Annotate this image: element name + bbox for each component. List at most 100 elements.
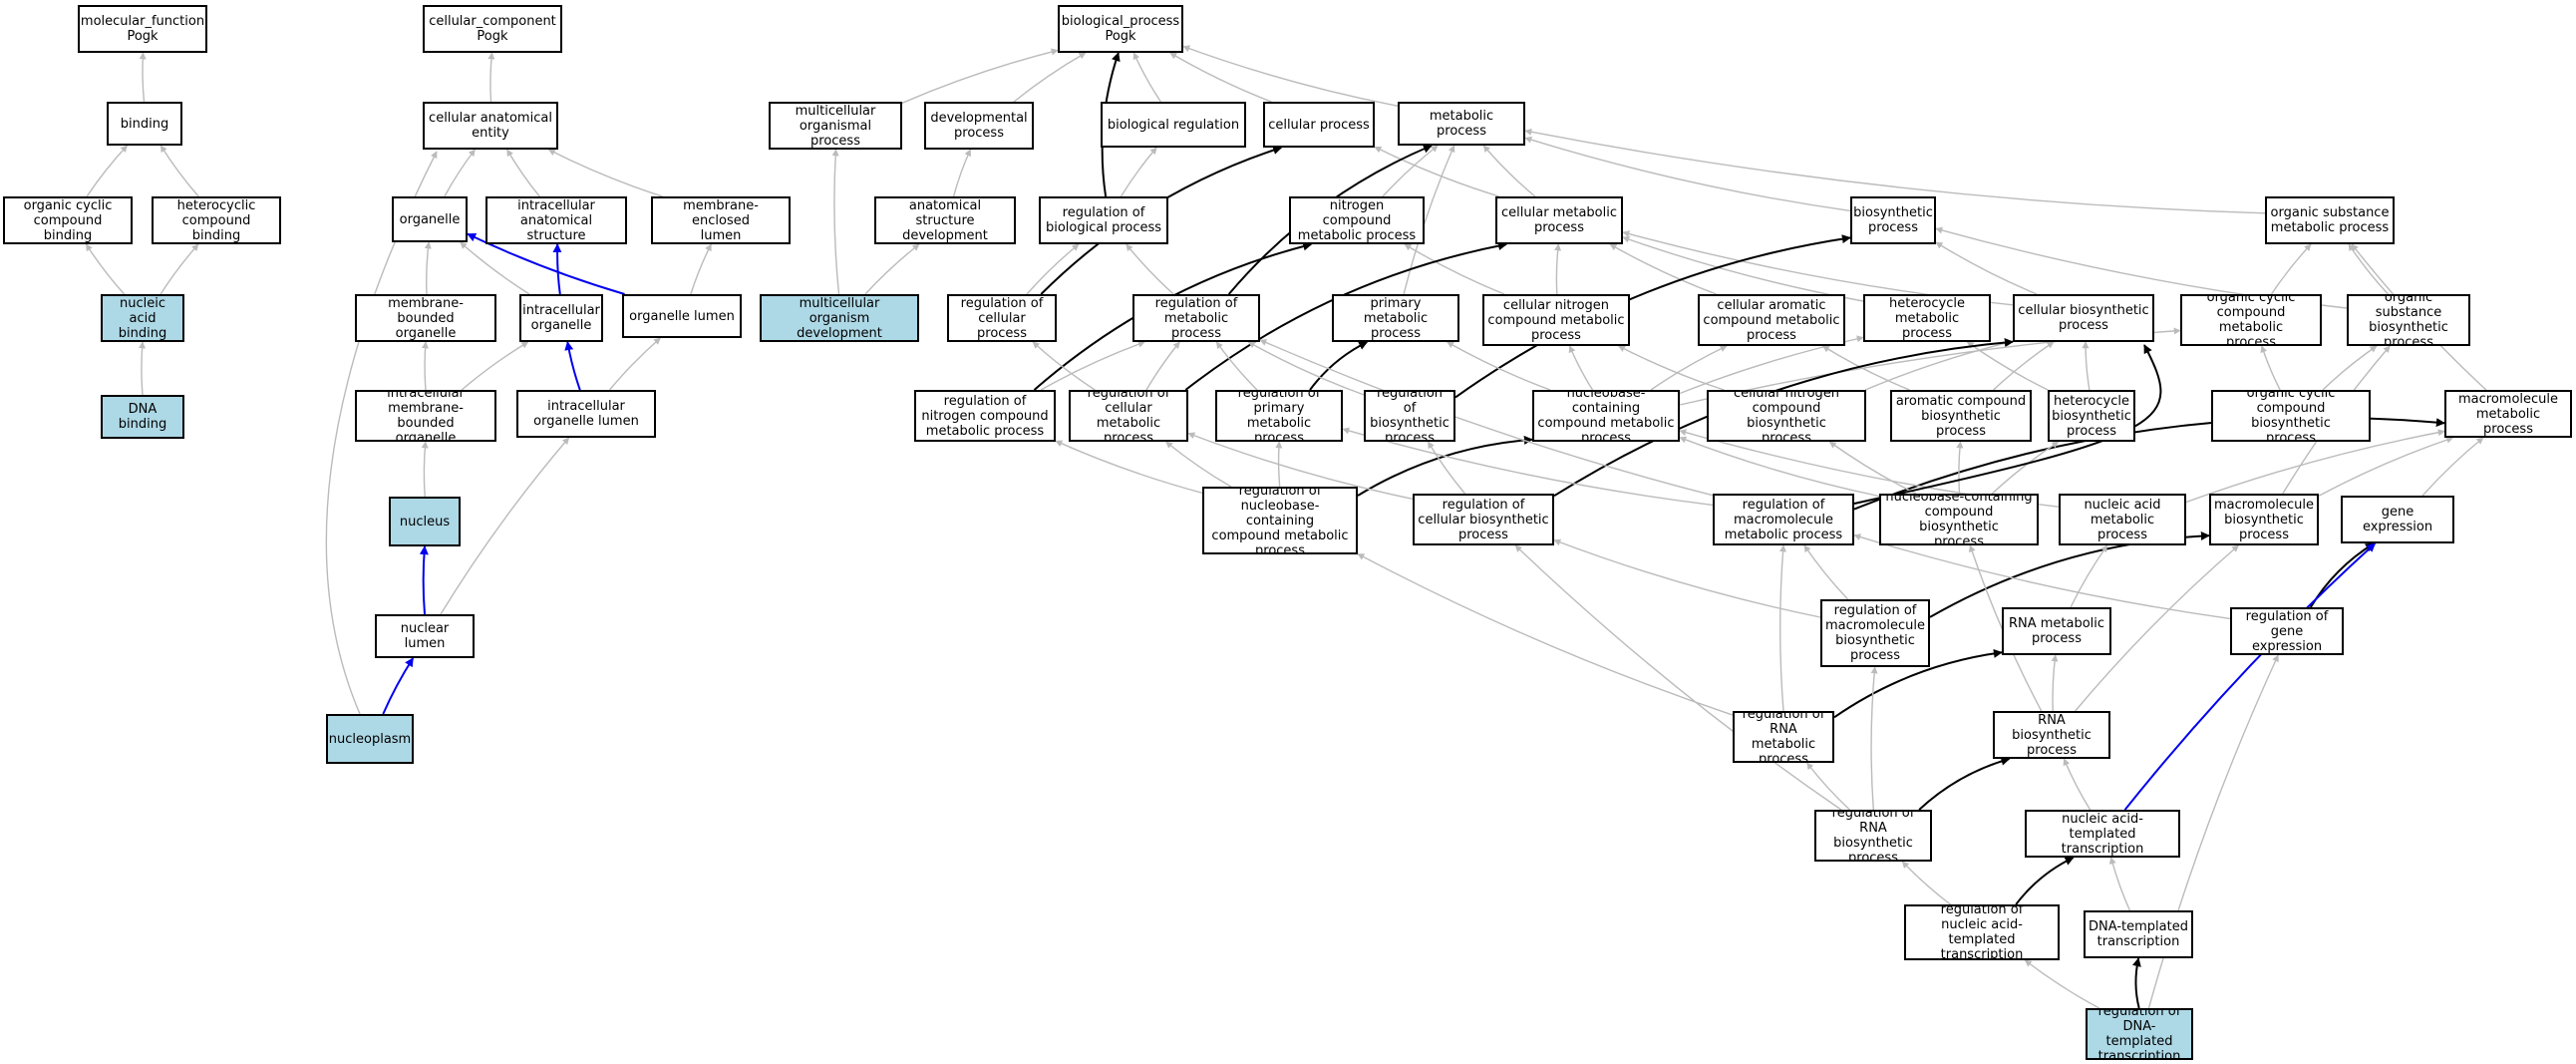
node-nucleoplasm[interactable]: nucleoplasm [326,714,414,764]
edge-gexp-to-mmp [2421,437,2484,497]
node-organic-cyclic-compound-biosynthetic-process[interactable]: organic cyclic compound biosynthetic pro… [2211,390,2371,442]
edge-rbp-to-bioreg [1120,147,1157,197]
node-membrane-enclosed-lumen[interactable]: membrane-enclosed lumen [651,196,791,244]
node-nuclear-lumen[interactable]: nuclear lumen [375,614,475,658]
node-regulation-of-cellular-biosynthetic-process[interactable]: regulation of cellular biosynthetic proc… [1413,494,1554,545]
node-regulation-of-metabolic-process[interactable]: regulation of metabolic process [1132,294,1260,342]
node-nucleic-acid-binding[interactable]: nucleic acid binding [101,294,184,342]
edge-organelle-to-cae [444,149,476,197]
node-heterocyclic-compound-binding[interactable]: heterocyclic compound binding [152,196,281,244]
edge-namp-to-mmp [2185,429,2445,504]
node-regulation-of-macromolecule-biosynthetic-process[interactable]: regulation of macromolecule biosynthetic… [1820,599,1930,667]
node-nucleobase-containing-compound-biosynthetic-process[interactable]: nucleobase-containing compound biosynthe… [1879,494,2039,545]
node-regulation-of-primary-metabolic-process[interactable]: regulation of primary metabolic process [1215,390,1343,442]
node-rna-biosynthetic-process[interactable]: RNA biosynthetic process [1993,711,2110,759]
node-regulation-of-gene-expression[interactable]: regulation of gene expression [2230,607,2344,655]
edge-rnamp-to-namp [2070,544,2108,608]
node-cellular-biosynthetic-process[interactable]: cellular biosynthetic process [2013,294,2154,342]
node-dna-templated-transcription[interactable]: DNA-templated transcription [2084,910,2193,958]
edge-rnbccmp-to-rncmp [1055,440,1203,494]
edge-rcmp-to-rcp [1032,341,1096,391]
node-intracellular-organelle[interactable]: intracellular organelle [519,294,603,342]
edge-acbp-to-cbp [1993,341,2055,391]
edge-rdtt-to-rnatt [2024,959,2100,1009]
node-metabolic-process[interactable]: metabolic process [1398,102,1525,146]
node-heterocycle-biosynthetic-process[interactable]: heterocycle biosynthetic process [2048,390,2135,442]
edge-rpmp-to-pmp [1309,341,1369,391]
edge-rcp-to-rbp [1026,243,1080,295]
edge-rrmp-to-rnbccmp [1357,552,1734,716]
edge-rnabp-to-rnamp [2051,654,2059,712]
node-regulation-of-rna-metabolic-process[interactable]: regulation of RNA metabolic process [1733,711,1834,763]
node-biological-regulation[interactable]: biological regulation [1101,102,1246,148]
node-regulation-of-dna-templated-transcription[interactable]: regulation of DNA-templated transcriptio… [2086,1008,2193,1060]
node-intracellular-organelle-lumen[interactable]: intracellular organelle lumen [516,390,656,438]
node-nucleus[interactable]: nucleus [389,497,461,546]
edge-iol-to-io [564,341,581,391]
node-nucleic-acid-templated-transcription[interactable]: nucleic acid-templated transcription [2025,810,2180,858]
node-biosynthetic-process[interactable]: biosynthetic process [1850,196,1936,244]
node-organic-substance-biosynthetic-process[interactable]: organic substance biosynthetic process [2347,294,2470,346]
node-primary-metabolic-process[interactable]: primary metabolic process [1332,294,1459,342]
edge-rcmp-to-rmp [1145,341,1180,391]
node-regulation-of-cellular-metabolic-process[interactable]: regulation of cellular metabolic process [1069,390,1188,442]
edge-cbp-to-biosp [1935,241,2038,295]
node-dna-binding[interactable]: DNA binding [101,395,184,439]
node-developmental-process[interactable]: developmental process [924,102,1034,150]
node-macromolecule-biosynthetic-process[interactable]: macromolecule biosynthetic process [2209,494,2319,545]
node-organelle-lumen[interactable]: organelle lumen [622,294,742,338]
node-organic-cyclic-compound-binding[interactable]: organic cyclic compound binding [3,196,133,244]
node-regulation-of-biosynthetic-process[interactable]: regulation of biosynthetic process [1364,390,1455,442]
node-cellular-aromatic-compound-metabolic-process[interactable]: cellular aromatic compound metabolic pro… [1698,294,1845,346]
node-molecular-function-root[interactable]: molecular_function Pogk [78,5,207,53]
edge-cacmp-to-cmp [1609,243,1717,295]
node-organic-cyclic-compound-metabolic-process[interactable]: organic cyclic compound metabolic proces… [2180,294,2322,346]
node-cellular-process[interactable]: cellular process [1263,102,1375,148]
node-cellular-nitrogen-compound-biosynthetic-process[interactable]: cellular nitrogen compound biosynthetic … [1707,390,1866,442]
node-cellular-anatomical-entity[interactable]: cellular anatomical entity [423,102,558,150]
edge-nucleus-to-imbo [421,441,429,498]
node-regulation-of-biological-process[interactable]: regulation of biological process [1039,196,1168,244]
node-regulation-of-cellular-process[interactable]: regulation of cellular process [947,294,1057,342]
node-gene-expression[interactable]: gene expression [2341,496,2454,543]
node-nucleic-acid-metabolic-process[interactable]: nucleic acid metabolic process [2059,494,2186,545]
node-heterocycle-metabolic-process[interactable]: heterocycle metabolic process [1863,294,1991,342]
node-nitrogen-compound-metabolic-process[interactable]: nitrogen compound metabolic process [1289,196,1425,244]
edge-cncmp-to-ncmp [1404,243,1505,295]
node-regulation-of-nitrogen-compound-metabolic-process[interactable]: regulation of nitrogen compound metaboli… [914,390,1056,442]
node-cellular-nitrogen-compound-metabolic-process[interactable]: cellular nitrogen compound metabolic pro… [1482,294,1630,346]
node-regulation-of-macromolecule-metabolic-process[interactable]: regulation of macromolecule metabolic pr… [1713,494,1854,545]
edge-cncbp-to-cbp [1864,339,2014,391]
node-regulation-of-nucleobase-containing-compound-metabolic-process[interactable]: regulation of nucleobase-containing comp… [1202,487,1358,554]
node-biological-process-root[interactable]: biological_process Pogk [1058,5,1183,53]
node-intracellular-membrane-bounded-organelle[interactable]: intracellular membrane-bounded organelle [355,390,496,442]
edge-nucleoplasm-to-cae [325,151,438,715]
node-multicellular-organism-development[interactable]: multicellular organism development [760,294,919,342]
node-binding[interactable]: binding [107,102,182,146]
node-nucleobase-containing-compound-metabolic-process[interactable]: nucleobase-containing compound metabolic… [1532,390,1680,442]
node-macromolecule-metabolic-process[interactable]: macromolecule metabolic process [2444,390,2572,438]
node-regulation-of-nucleic-acid-templated-transcription[interactable]: regulation of nucleic acid-templated tra… [1904,904,2060,960]
edge-pmp-to-metp [1403,145,1455,295]
node-intracellular-anatomical-structure[interactable]: intracellular anatomical structure [485,196,627,244]
edge-imbo-to-mbo [422,341,429,391]
edge-asd-to-devp [952,149,972,197]
edge-cmp-to-metp [1482,145,1536,197]
edge-mod-to-asd [864,243,920,295]
node-regulation-of-rna-biosynthetic-process[interactable]: regulation of RNA biosynthetic process [1814,810,1932,862]
node-organelle[interactable]: organelle [392,196,468,242]
edge-dna_binding-to-na_binding [139,341,146,396]
node-membrane-bounded-organelle[interactable]: membrane-bounded organelle [355,294,496,342]
edge-rnbccmp-to-nbccmp [1357,435,1533,497]
edge-mod-to-mop [831,149,840,295]
edge-rnatt-to-natt [2015,857,2075,905]
node-aromatic-compound-biosynthetic-process[interactable]: aromatic compound biosynthetic process [1890,390,2032,442]
node-cellular-component-root[interactable]: cellular_component Pogk [423,5,562,53]
node-multicellular-organismal-process[interactable]: multicellular organismal process [769,102,902,150]
edge-nbccbp-to-acbp [1956,441,1964,495]
node-organic-substance-metabolic-process[interactable]: organic substance metabolic process [2265,196,2395,244]
node-cellular-metabolic-process[interactable]: cellular metabolic process [1495,196,1623,244]
node-rna-metabolic-process[interactable]: RNA metabolic process [2002,607,2111,655]
edge-bioreg-to-bp_root [1132,52,1161,103]
node-anatomical-structure-development[interactable]: anatomical structure development [874,196,1016,244]
